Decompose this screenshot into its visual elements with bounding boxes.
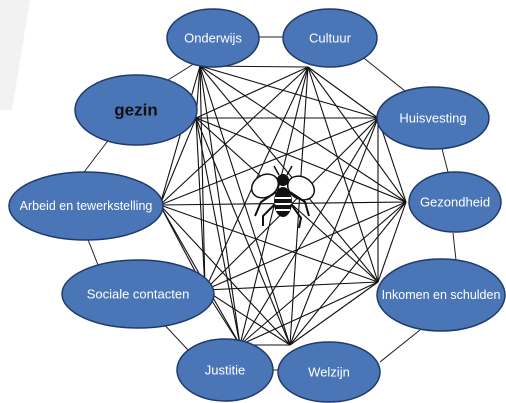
mesh-line	[307, 66, 379, 119]
node-label: Justitie	[205, 363, 245, 378]
node-inkomen: Inkomen en schulden	[376, 258, 506, 332]
mesh-line	[199, 65, 291, 346]
mesh-line	[159, 117, 197, 206]
ring-line	[452, 232, 457, 261]
mesh-line	[195, 117, 407, 203]
node-label: Welzijn	[308, 365, 350, 380]
node-welzijn: Welzijn	[277, 341, 381, 403]
node-shape	[74, 74, 198, 146]
node-shape	[376, 258, 506, 332]
node-gezin: gezin	[74, 74, 198, 146]
mesh-line	[195, 117, 206, 291]
node-shape	[277, 341, 381, 403]
mesh-line	[377, 201, 407, 283]
mesh-line	[239, 117, 379, 346]
mesh-line	[159, 65, 201, 206]
mesh-line	[199, 65, 379, 283]
mesh-line	[199, 65, 379, 119]
ring-line	[359, 54, 411, 96]
mesh-line	[204, 281, 379, 291]
node-arbeid: Arbeid en tewerkstelling	[8, 171, 164, 241]
node-label: gezin	[114, 101, 157, 120]
node-justitie: Justitie	[176, 338, 274, 402]
node-shape	[176, 338, 274, 402]
node-shape	[282, 8, 378, 68]
bee-icon	[250, 165, 316, 229]
mesh-line	[289, 281, 379, 346]
node-gezondheid: Gezondheid	[408, 171, 502, 233]
mesh-line	[289, 117, 379, 346]
node-shape	[166, 8, 260, 68]
background-shape	[0, 0, 30, 110]
node-onderwijs: Onderwijs	[166, 8, 260, 68]
mesh-line	[195, 117, 291, 346]
node-sociale: Sociale contacten	[61, 259, 215, 329]
node-label: Arbeid en tewerkstelling	[20, 199, 153, 213]
mesh-line	[159, 204, 379, 283]
mesh-line	[195, 117, 241, 346]
node-shape	[61, 259, 215, 329]
node-shape	[408, 171, 502, 233]
mesh-line	[199, 65, 241, 346]
mesh-line	[239, 281, 379, 346]
node-label: Sociale contacten	[87, 287, 190, 302]
node-shape	[8, 171, 164, 241]
ring-line	[379, 329, 421, 363]
node-label: Gezondheid	[420, 195, 490, 210]
node-label: Inkomen en schulden	[382, 288, 501, 302]
mesh-line	[159, 66, 309, 206]
node-huisvesting: Huisvesting	[376, 86, 490, 150]
mesh-line	[307, 66, 379, 283]
mesh-line	[307, 66, 407, 203]
mesh-line	[199, 65, 407, 203]
mesh-line	[199, 65, 206, 291]
mesh-line	[195, 66, 309, 119]
node-cultuur: Cultuur	[282, 8, 378, 68]
node-shape	[376, 86, 490, 150]
mesh-line	[204, 201, 407, 291]
mesh-line	[159, 117, 379, 206]
node-label: Onderwijs	[184, 31, 242, 46]
node-label: Cultuur	[309, 31, 352, 46]
mesh-line	[204, 289, 291, 346]
node-label: Huisvesting	[399, 111, 466, 126]
mesh-line	[159, 204, 291, 346]
mesh-line	[289, 201, 407, 346]
